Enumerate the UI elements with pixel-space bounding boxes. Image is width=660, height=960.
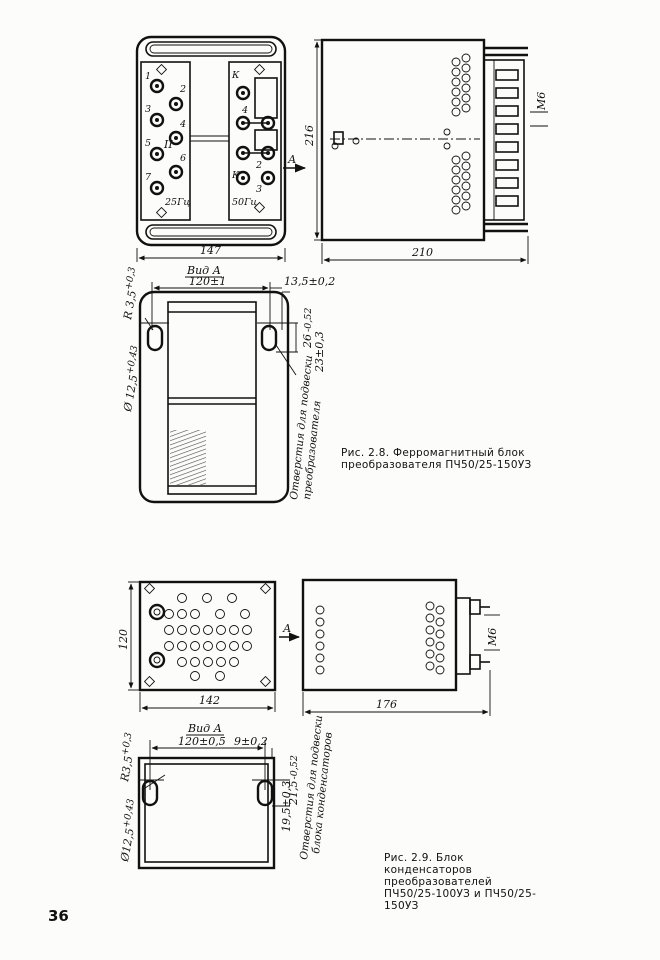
capacitor-thread-label: М6 bbox=[486, 628, 499, 647]
left-terminals bbox=[149, 78, 184, 196]
capacitor-view-a-radius-dimension: R3,5+0,3 bbox=[115, 732, 139, 784]
capacitor-view-a-slot-dimension-1: 21,5-0,52 bbox=[287, 755, 300, 806]
right-terminals bbox=[235, 77, 278, 186]
capacitor-view-a-diameter-dimension: Ø12,5+0,43 bbox=[115, 798, 142, 863]
view-a-diameter-dimension: Ø 12,5+0,43 bbox=[118, 345, 145, 414]
capacitor-view-a-title: Вид А bbox=[187, 722, 222, 735]
page-number: 36 bbox=[48, 907, 69, 925]
right-label-2: 2 bbox=[255, 160, 262, 171]
capacitor-view-a-arrow: А bbox=[279, 622, 301, 642]
right-label-k-top: К bbox=[231, 70, 240, 81]
capacitor-side-view: М6 176 bbox=[301, 578, 500, 716]
side-height-dimension: 216 bbox=[303, 125, 316, 147]
terminal-number-6: 6 bbox=[180, 153, 186, 164]
capacitor-depth-dimension: 176 bbox=[376, 698, 397, 711]
view-a-arrow: А bbox=[283, 153, 307, 173]
thread-label-m6: М6 bbox=[535, 92, 548, 111]
side-view-block: М6 216 210 bbox=[303, 38, 548, 264]
view-a-offset-dimension: 13,5±0,2 bbox=[284, 275, 335, 288]
svg-text:А: А bbox=[287, 153, 296, 166]
capacitor-width-dimension: 142 bbox=[199, 694, 220, 707]
capacitor-view-a-slot-dimension-2: 19,5±0,3 bbox=[280, 781, 293, 832]
view-a-block: Вид А 120±1 13,5±0,2 R 3,5+0,3 Ø 12,5+0,… bbox=[118, 264, 335, 504]
svg-text:А: А bbox=[282, 622, 291, 635]
right-label-3: 3 bbox=[256, 184, 262, 195]
terminal-number-7: 7 bbox=[145, 172, 152, 183]
terminal-number-2: 2 bbox=[179, 84, 186, 95]
right-label-k-bottom: К bbox=[231, 170, 240, 181]
frequency-label-25hz: 25Гц bbox=[164, 197, 190, 208]
capacitor-view-a-block: Вид А 120±0,5 9±0,2 R3,5+0,3 Ø12,5+0,43 … bbox=[115, 715, 335, 870]
capacitor-view-a-spacing-dimension: 120±0,5 bbox=[178, 735, 226, 748]
side-terminal-cluster-upper bbox=[443, 53, 471, 150]
capacitor-side-terminals-left bbox=[315, 605, 325, 675]
terminal-studs bbox=[495, 69, 519, 207]
side-terminal-cluster-lower bbox=[331, 137, 471, 215]
terminal-number-3: 3 bbox=[145, 104, 151, 115]
view-a-spacing-dimension: 120±1 bbox=[189, 275, 226, 288]
front-width-dimension: 147 bbox=[200, 244, 221, 257]
front-view-block: 1 2 3 4 5 6 7 II 25Гц К 4 2 К 3 50Гц bbox=[135, 35, 287, 262]
capacitor-side-terminals-right bbox=[425, 601, 445, 675]
figure-2-9-caption: Рис. 2.9. Блок конденсаторов преобразова… bbox=[384, 852, 537, 912]
roman-numeral-label: II bbox=[163, 138, 173, 151]
capacitor-front-view: 120 142 bbox=[117, 580, 277, 712]
side-depth-dimension: 210 bbox=[411, 246, 433, 259]
terminal-number-1: 1 bbox=[145, 71, 151, 82]
view-a-slot-dimension-1: 26-0,52 bbox=[301, 308, 314, 349]
capacitor-height-dimension: 120 bbox=[117, 629, 130, 650]
terminal-number-5: 5 bbox=[145, 138, 151, 149]
terminal-number-4: 4 bbox=[179, 119, 186, 130]
view-a-slot-dimension-2: 23±0,3 bbox=[313, 331, 326, 373]
right-label-4: 4 bbox=[241, 105, 248, 116]
view-a-radius-dimension: R 3,5+0,3 bbox=[118, 266, 143, 321]
figure-2-8-caption: Рис. 2.8. Ферромагнитный блок преобразов… bbox=[341, 447, 532, 471]
capacitor-terminal-grid bbox=[148, 593, 252, 681]
capacitor-view-a-offset-dimension: 9±0,2 bbox=[234, 735, 268, 748]
view-a-title: Вид А bbox=[186, 264, 221, 277]
frequency-label-50hz: 50Гц bbox=[232, 197, 257, 208]
